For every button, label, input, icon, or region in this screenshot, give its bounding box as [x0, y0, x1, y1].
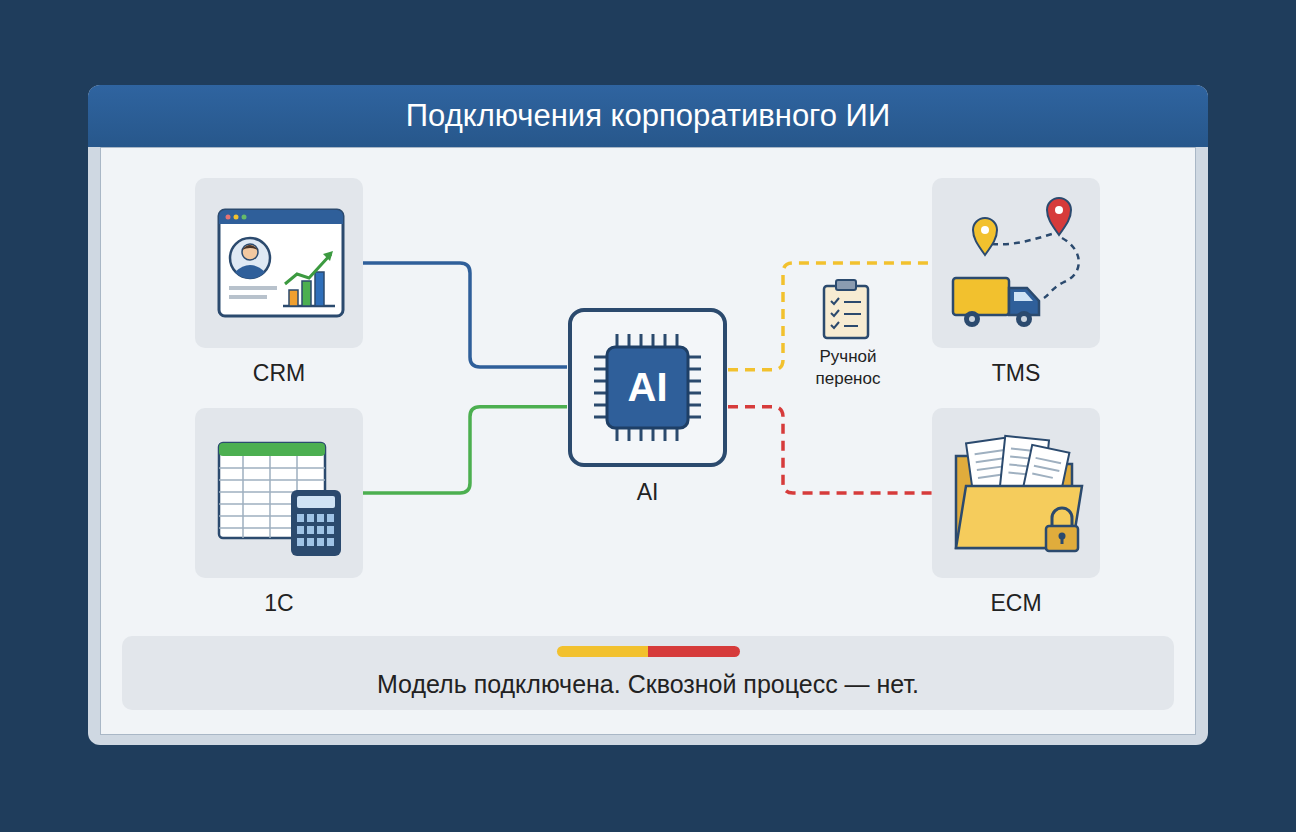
system-tile: 1С	[195, 408, 363, 623]
system-tile-shape	[932, 408, 1100, 578]
connector-line	[363, 407, 567, 493]
ai-chip: AI AI	[567, 307, 728, 507]
accounting-illustration	[195, 408, 363, 578]
document-illustration	[932, 408, 1100, 578]
status-band: Модель подключена. Сквозной процесс — не…	[122, 636, 1174, 710]
connector-line	[363, 263, 567, 367]
system-tile-shape	[195, 408, 363, 578]
node-label: CRM	[195, 358, 363, 388]
crm-illustration	[195, 178, 363, 348]
connector-line	[728, 407, 932, 493]
edge-label: Ручной перенос	[808, 346, 888, 390]
node-label: Модель подключена. Сквозной процесс — не…	[122, 666, 1174, 702]
system-tile-shape	[932, 178, 1100, 348]
node-label: AI	[567, 477, 728, 507]
node-label: ECM	[932, 588, 1100, 618]
node-label: 1С	[195, 588, 363, 618]
system-tile-shape	[195, 178, 363, 348]
node-label: TMS	[932, 358, 1100, 388]
transport-illustration	[932, 178, 1100, 348]
chip-label: AI	[567, 307, 728, 468]
header-bar: Подключения корпоративного ИИ	[88, 85, 1208, 147]
system-tile: TMS	[932, 178, 1100, 393]
system-tile: CRM	[195, 178, 363, 393]
system-tile: ECM	[932, 408, 1100, 623]
diagram-title: Подключения корпоративного ИИ	[406, 98, 890, 133]
